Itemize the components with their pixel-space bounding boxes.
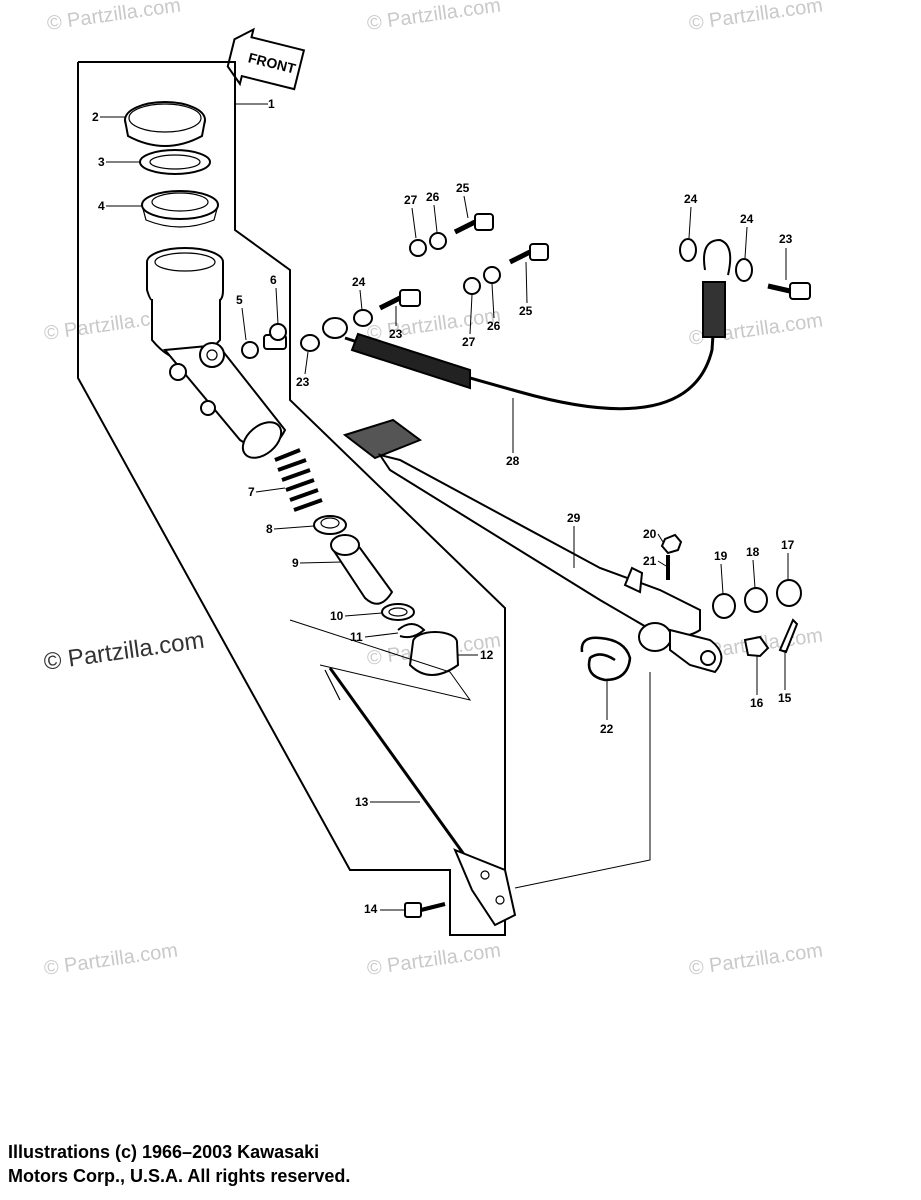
callout-label: 1 (268, 97, 275, 111)
callout-label: 16 (750, 696, 764, 710)
watermark: © Partzilla.com (366, 939, 503, 980)
callout-label: 26 (487, 319, 501, 333)
circlip (397, 623, 426, 639)
copyright-notice: Illustrations (c) 1966–2003 Kawasaki Mot… (8, 1140, 350, 1188)
assembly-outline (77, 61, 506, 936)
front-arrow-icon: FRONT (226, 27, 306, 91)
watermark: © Partzilla.com (688, 939, 825, 980)
gasket (300, 232, 753, 352)
piston (330, 534, 394, 605)
watermark: © Partzilla.com (366, 304, 503, 345)
callout-label: 18 (746, 545, 760, 559)
watermark: © Partzilla.com (46, 0, 183, 35)
clevis-bolt (404, 902, 446, 918)
union-bolt (508, 243, 549, 265)
copyright-line: Motors Corp., U.S.A. All rights reserved… (8, 1166, 351, 1186)
callout-label: 19 (714, 549, 728, 563)
callout-label: 27 (462, 335, 476, 349)
reservoir-cap (124, 101, 206, 147)
callout-label: 10 (330, 609, 344, 623)
copyright-line: Illustrations (c) 1966–2003 Kawasaki (8, 1142, 320, 1162)
callout-label: 21 (643, 554, 657, 568)
callout-label: 26 (426, 190, 440, 204)
brake-hose (322, 238, 732, 411)
callout-label: 22 (600, 722, 614, 736)
callout-label: 5 (236, 293, 243, 307)
callout-label: 24 (684, 192, 698, 206)
callout-label: 14 (364, 902, 378, 916)
callout-label: 23 (296, 375, 310, 389)
callout-label: 9 (292, 556, 299, 570)
diaphragm (141, 190, 219, 228)
callout-label: 2 (92, 110, 99, 124)
callout-label: 8 (266, 522, 273, 536)
watermark: © Partzilla.com (42, 627, 206, 676)
callout-label: 24 (740, 212, 754, 226)
spring (274, 448, 323, 512)
fitting (263, 323, 287, 350)
return-spring (580, 636, 632, 682)
callout-label: 17 (781, 538, 795, 552)
primary-cup (313, 515, 347, 535)
callout-label: 29 (567, 511, 581, 525)
callout-label: 12 (480, 648, 494, 662)
callout-label: 13 (355, 795, 369, 809)
watermark: © Partzilla.com (688, 0, 825, 35)
callout-label: 23 (779, 232, 793, 246)
union-bolt (453, 213, 494, 235)
callout-label: 15 (778, 691, 792, 705)
dust-boot (408, 631, 460, 676)
callout-label: 28 (506, 454, 520, 468)
callout-label: 25 (456, 181, 470, 195)
callout-label: 25 (519, 304, 533, 318)
watermark: © Partzilla.com (43, 939, 180, 980)
callout-label: 4 (98, 199, 105, 213)
callout-label: 20 (643, 527, 657, 541)
callout-label: 27 (404, 193, 418, 207)
callout-label: 23 (389, 327, 403, 341)
watermark: © Partzilla.com (366, 0, 503, 35)
master-cylinder-body (146, 247, 287, 459)
brake-pedal (342, 418, 723, 674)
callout-label: 24 (352, 275, 366, 289)
diaphragm-plate (139, 149, 211, 175)
pivot-hardware (660, 533, 802, 658)
callout-label: 3 (98, 155, 105, 169)
banjo-bolt (767, 282, 811, 300)
washer (241, 341, 259, 359)
callout-label: 7 (248, 485, 255, 499)
callout-label: 11 (350, 630, 363, 644)
push-rod (324, 667, 517, 927)
banjo-bolt (378, 289, 421, 311)
callout-label: 6 (270, 273, 277, 287)
stopper-washer (381, 603, 415, 621)
